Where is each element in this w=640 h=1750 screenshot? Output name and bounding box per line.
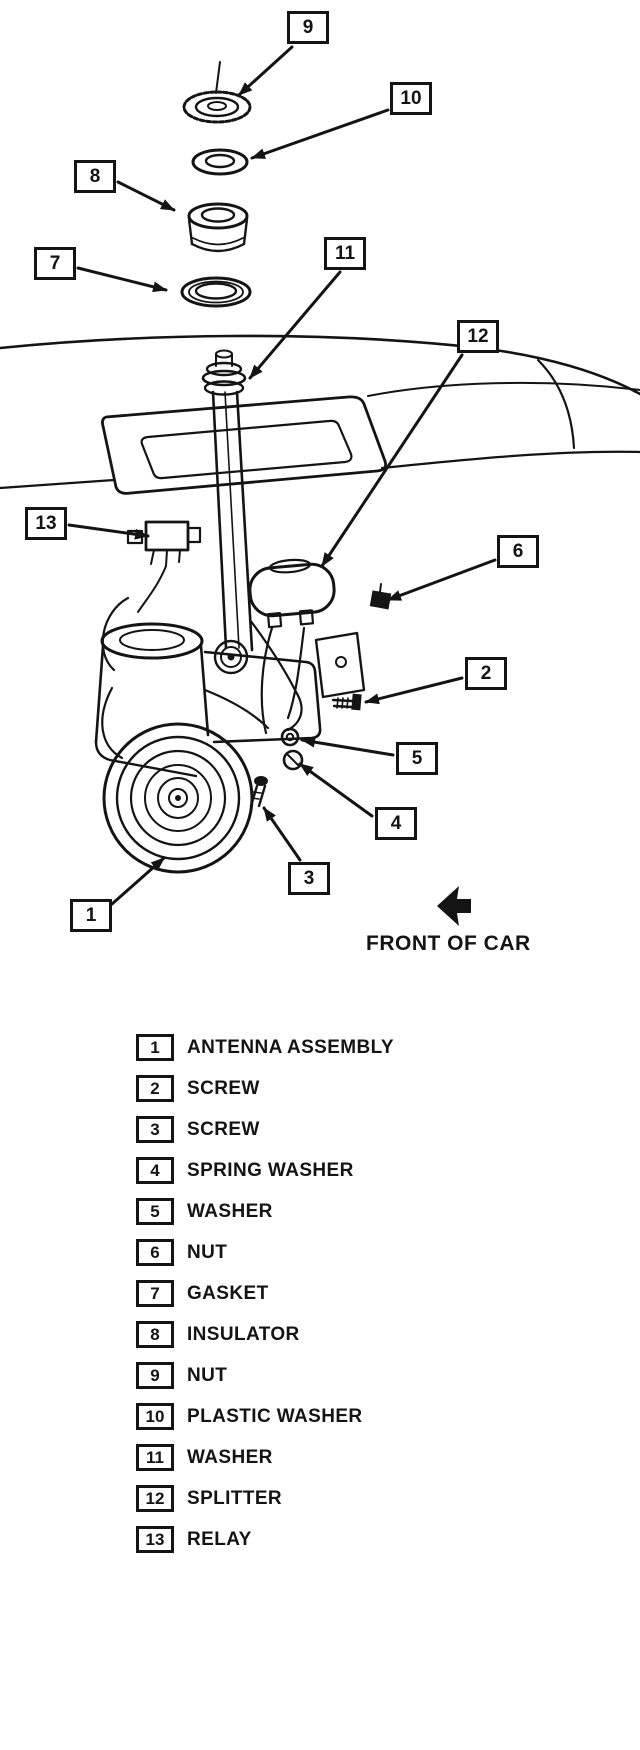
relay-13-drawing <box>126 520 202 613</box>
screw-3-drawing <box>249 776 268 808</box>
legend-label: GASKET <box>187 1282 269 1304</box>
legend-row: 2 SCREW <box>136 1075 394 1102</box>
legend-number-box: 12 <box>136 1485 174 1512</box>
gasket-7-drawing <box>180 276 252 308</box>
callout-box-13: 13 <box>25 507 67 540</box>
legend-number-box: 3 <box>136 1116 174 1143</box>
plastic-washer-10-drawing <box>191 148 249 176</box>
legend-number-box: 5 <box>136 1198 174 1225</box>
legend-number-box: 10 <box>136 1403 174 1430</box>
legend-label: NUT <box>187 1241 228 1263</box>
legend-number-box: 8 <box>136 1321 174 1348</box>
parts-legend: 1 ANTENNA ASSEMBLY 2 SCREW 3 SCREW 4 SPR… <box>136 1034 394 1553</box>
legend-label: SPRING WASHER <box>187 1159 354 1181</box>
legend-label: RELAY <box>187 1528 252 1550</box>
legend-row: 8 INSULATOR <box>136 1321 394 1348</box>
legend-label: SPLITTER <box>187 1487 283 1509</box>
callout-box-7: 7 <box>34 247 76 280</box>
callout-leader-arrows <box>67 45 497 906</box>
legend-number-box: 1 <box>136 1034 174 1061</box>
callout-box-1: 1 <box>70 899 112 932</box>
legend-number-box: 7 <box>136 1280 174 1307</box>
legend-row: 3 SCREW <box>136 1116 394 1143</box>
legend-number-box: 6 <box>136 1239 174 1266</box>
callout-box-2: 2 <box>465 657 507 690</box>
legend-row: 4 SPRING WASHER <box>136 1157 394 1184</box>
exploded-view-linework <box>0 45 640 926</box>
legend-label: SCREW <box>187 1118 260 1140</box>
callout-box-11: 11 <box>324 237 366 270</box>
legend-number-box: 4 <box>136 1157 174 1184</box>
legend-label: ANTENNA ASSEMBLY <box>187 1036 394 1058</box>
legend-row: 9 NUT <box>136 1362 394 1389</box>
legend-number-box: 13 <box>136 1526 174 1553</box>
fender-contours-drawing <box>0 334 640 490</box>
washer-5-drawing <box>280 727 300 747</box>
legend-row: 1 ANTENNA ASSEMBLY <box>136 1034 394 1061</box>
front-of-car-arrow-icon <box>437 886 471 926</box>
legend-number-box: 9 <box>136 1362 174 1389</box>
legend-row: 7 GASKET <box>136 1280 394 1307</box>
spring-washer-4-drawing <box>282 749 304 771</box>
legend-row: 5 WASHER <box>136 1198 394 1225</box>
callout-box-6: 6 <box>497 535 539 568</box>
washer-11-drawing <box>201 349 247 396</box>
callout-box-3: 3 <box>288 862 330 895</box>
callout-box-5: 5 <box>396 742 438 775</box>
callout-box-10: 10 <box>390 82 432 115</box>
legend-row: 11 WASHER <box>136 1444 394 1471</box>
mast-tube-drawing <box>211 390 254 652</box>
legend-label: INSULATOR <box>187 1323 300 1345</box>
callout-box-12: 12 <box>457 320 499 353</box>
legend-number-box: 11 <box>136 1444 174 1471</box>
insulator-8-drawing <box>187 202 249 253</box>
legend-label: SCREW <box>187 1077 260 1099</box>
callout-box-9: 9 <box>287 11 329 44</box>
front-of-car-label: FRONT OF CAR <box>366 932 531 955</box>
legend-row: 10 PLASTIC WASHER <box>136 1403 394 1430</box>
screw-2-drawing <box>331 693 362 711</box>
splitter-12-drawing <box>248 558 336 735</box>
legend-row: 12 SPLITTER <box>136 1485 394 1512</box>
mast-tip-drawing <box>215 61 221 94</box>
legend-label: WASHER <box>187 1446 273 1468</box>
antenna-assembly-drawing <box>94 596 366 874</box>
legend-row: 6 NUT <box>136 1239 394 1266</box>
legend-number-box: 2 <box>136 1075 174 1102</box>
nut-9-drawing <box>182 90 252 124</box>
legend-label: NUT <box>187 1364 228 1386</box>
fender-opening-drawing <box>101 395 388 495</box>
legend-label: WASHER <box>187 1200 273 1222</box>
callout-box-8: 8 <box>74 160 116 193</box>
nut-6-drawing <box>369 583 392 610</box>
callout-box-4: 4 <box>375 807 417 840</box>
legend-row: 13 RELAY <box>136 1526 394 1553</box>
legend-label: PLASTIC WASHER <box>187 1405 363 1427</box>
